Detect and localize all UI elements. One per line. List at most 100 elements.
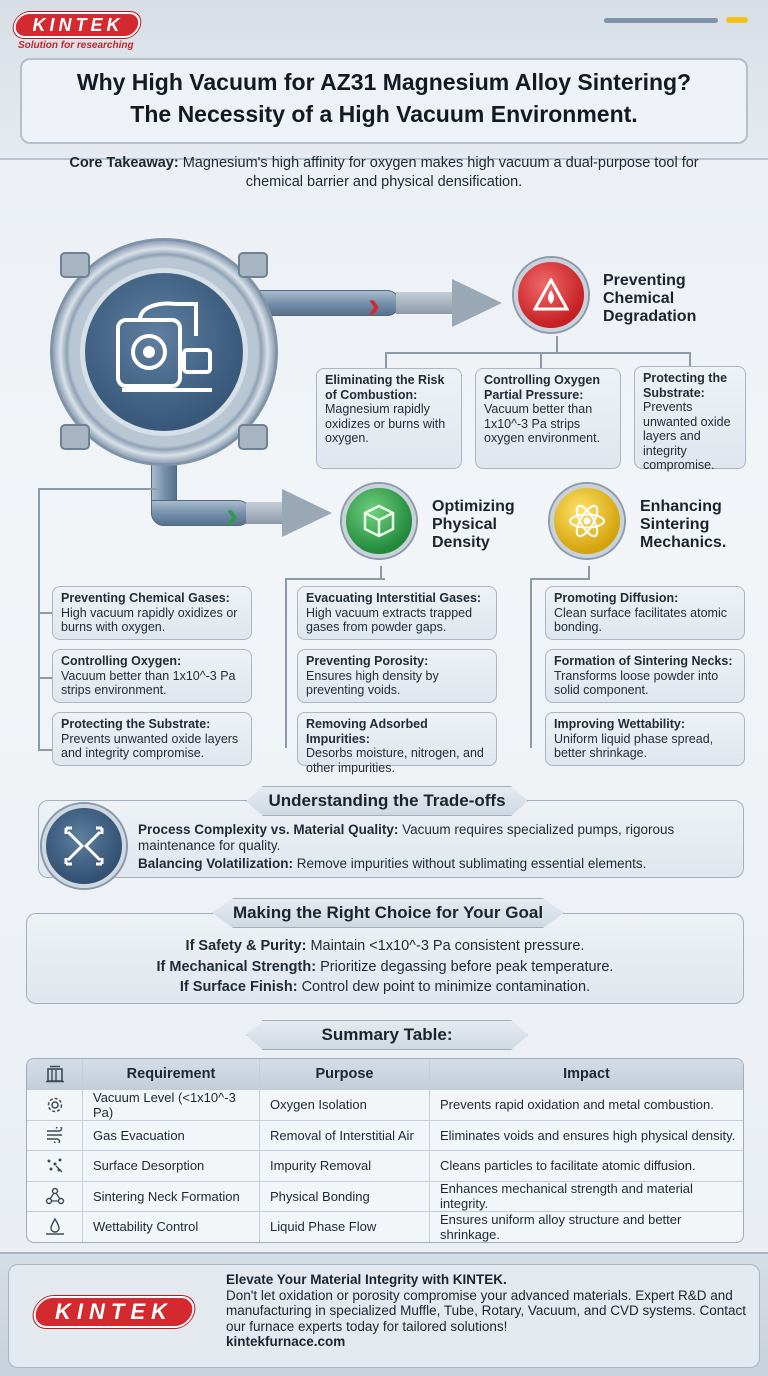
- connector-line: [556, 336, 558, 352]
- table-cell: Removal of Interstitial Air: [260, 1120, 430, 1150]
- card-substrate: Protecting the Substrate:Prevents unwant…: [634, 366, 746, 472]
- category-title-chemical: Preventing Chemical Degradation: [603, 272, 697, 325]
- table-cell: Eliminates voids and ensures high physic…: [440, 1127, 736, 1143]
- lower-pipe-horizontal: [151, 500, 251, 526]
- brand-tagline: Solution for researching: [18, 40, 134, 51]
- gauge-bolt: [238, 252, 268, 278]
- table-cell: Impurity Removal: [260, 1151, 430, 1181]
- card-protecting-substrate: Protecting the Substrate:Prevents unwant…: [52, 712, 252, 766]
- connector-line: [38, 749, 52, 751]
- table-cell: Surface Desorption: [83, 1151, 260, 1181]
- card-controlling-oxygen: Controlling Oxygen:Vacuum better than 1x…: [52, 649, 252, 703]
- chevron-green-icon: ›: [226, 494, 238, 535]
- tradeoffs-title: Understanding the Trade-offs: [246, 786, 528, 816]
- gauge-bolt: [60, 252, 90, 278]
- table-cell: Cleans particles to facilitate atomic di…: [440, 1158, 696, 1174]
- atom-icon: [550, 484, 624, 558]
- gauge-bolt: [238, 424, 268, 450]
- header-decor-accent: [726, 17, 748, 23]
- tradeoff-point-2: Balancing Volatilization: Remove impurit…: [138, 856, 647, 871]
- table-header-cell: Purpose: [260, 1059, 430, 1089]
- table-cell: Physical Bonding: [260, 1181, 430, 1211]
- table-cell: Liquid Phase Flow: [260, 1212, 430, 1242]
- connector-line: [588, 566, 590, 578]
- summary-table: Requirement Purpose Impact Vacuum Level …: [26, 1058, 744, 1243]
- arrows-crossing-icon: [42, 804, 126, 888]
- card-wettability: Improving Wettability:Uniform liquid pha…: [545, 712, 745, 766]
- card-combustion: Eliminating the Risk of Combustion:Magne…: [316, 368, 462, 469]
- card-porosity: Preventing Porosity:Ensures high density…: [297, 649, 497, 703]
- table-cell: Prevents rapid oxidation and metal combu…: [440, 1097, 714, 1113]
- connector-line: [38, 612, 52, 614]
- wind-icon: [27, 1120, 83, 1150]
- table-cell: Ensures uniform alloy structure and bett…: [440, 1211, 682, 1242]
- lower-arrow-head: [282, 489, 332, 537]
- table-row: Vacuum Level (<1x10^-3 Pa) Oxygen Isolat…: [27, 1089, 743, 1120]
- table-row: Gas Evacuation Removal of Interstitial A…: [27, 1119, 743, 1150]
- choice-list: If Safety & Purity: Maintain <1x10^-3 Pa…: [26, 936, 744, 998]
- page-title-line1: Why High Vacuum for AZ31 Magnesium Alloy…: [76, 69, 692, 95]
- table-row: Sintering Neck Formation Physical Bondin…: [27, 1180, 743, 1212]
- core-takeaway: Core Takeaway: Magnesium's high affinity…: [60, 154, 708, 192]
- choice-item: If Mechanical Strength: Prioritize degas…: [156, 958, 614, 975]
- connector-line: [38, 488, 158, 490]
- table-cell: Gas Evacuation: [83, 1120, 260, 1150]
- header-decor-bar: [604, 18, 718, 23]
- table-header-cell: Impact: [563, 1066, 610, 1082]
- particles-icon: [27, 1151, 83, 1181]
- table-cell: Wettability Control: [83, 1212, 260, 1242]
- connector-line: [385, 352, 387, 368]
- chevron-red-icon: ›: [368, 284, 380, 325]
- brand-logo-text: KINTEK: [32, 15, 124, 35]
- connector-line: [285, 578, 287, 748]
- table-header-row: Requirement Purpose Impact: [27, 1059, 743, 1089]
- flame-warning-icon: [514, 258, 588, 332]
- page-title: Why High Vacuum for AZ31 Magnesium Alloy…: [20, 66, 748, 130]
- table-cell: Oxygen Isolation: [260, 1090, 430, 1120]
- lower-arrow-body: [246, 502, 286, 524]
- tradeoff-point-1: Process Complexity vs. Material Quality:…: [138, 822, 675, 853]
- title-plate: [20, 58, 748, 144]
- gauge-bolt: [60, 424, 90, 450]
- takeaway-label: Core Takeaway:: [69, 155, 179, 171]
- building-icon: [27, 1059, 83, 1089]
- card-diffusion: Promoting Diffusion:Clean surface facili…: [545, 586, 745, 640]
- category-title-mechanics: Enhancing Sintering Mechanics.: [640, 498, 727, 551]
- gear-icon: [27, 1090, 83, 1120]
- table-cell: Sintering Neck Formation: [83, 1181, 260, 1211]
- takeaway-text: Magnesium's high affinity for oxygen mak…: [182, 155, 699, 190]
- footer-logo-text: KINTEK: [55, 1299, 173, 1324]
- network-icon: [27, 1181, 83, 1211]
- upper-arrow-body: [396, 292, 456, 314]
- connector-line: [38, 677, 52, 679]
- footer-headline: Elevate Your Material Integrity with KIN…: [226, 1272, 507, 1287]
- connector-line: [385, 352, 690, 354]
- connector-line: [689, 352, 691, 368]
- connector-line: [540, 352, 542, 368]
- footer-link[interactable]: kintekfurnace.com: [226, 1334, 346, 1350]
- connector-line: [380, 566, 382, 578]
- choice-item: If Surface Finish: Control dew point to …: [179, 979, 591, 995]
- table-cell: Vacuum Level (<1x10^-3 Pa): [83, 1090, 260, 1120]
- table-row: Surface Desorption Impurity Removal Clea…: [27, 1150, 743, 1181]
- footer-cta: Elevate Your Material Integrity with KIN…: [226, 1272, 756, 1350]
- table-cell: Enhances mechanical strength and materia…: [440, 1181, 693, 1212]
- upper-arrow-head: [452, 279, 502, 327]
- card-interstitial-gases: Evacuating Interstitial Gases:High vacuu…: [297, 586, 497, 640]
- choice-title: Making the Right Choice for Your Goal: [212, 898, 564, 928]
- footer-body: Don't let oxidation or porosity compromi…: [226, 1287, 746, 1334]
- connector-line: [530, 578, 590, 580]
- table-row: Wettability Control Liquid Phase Flow En…: [27, 1211, 743, 1242]
- table-header-cell: Requirement: [83, 1059, 260, 1089]
- category-title-density: Optimizing Physical Density: [432, 498, 515, 551]
- connector-line: [530, 578, 532, 748]
- vacuum-furnace-icon: [116, 301, 212, 392]
- summary-title: Summary Table:: [246, 1020, 528, 1050]
- card-adsorbed-impurities: Removing Adsorbed Impurities:Desorbs moi…: [297, 712, 497, 775]
- choice-item: If Safety & Purity: Maintain <1x10^-3 Pa…: [185, 938, 585, 954]
- card-oxygen-pressure: Controlling Oxygen Partial Pressure:Vacu…: [475, 368, 621, 469]
- connector-line: [285, 578, 385, 580]
- cube-lattice-icon: [342, 484, 416, 558]
- card-sintering-necks: Formation of Sintering Necks:Transforms …: [545, 649, 745, 703]
- page-title-line2: The Necessity of a High Vacuum Environme…: [130, 101, 638, 127]
